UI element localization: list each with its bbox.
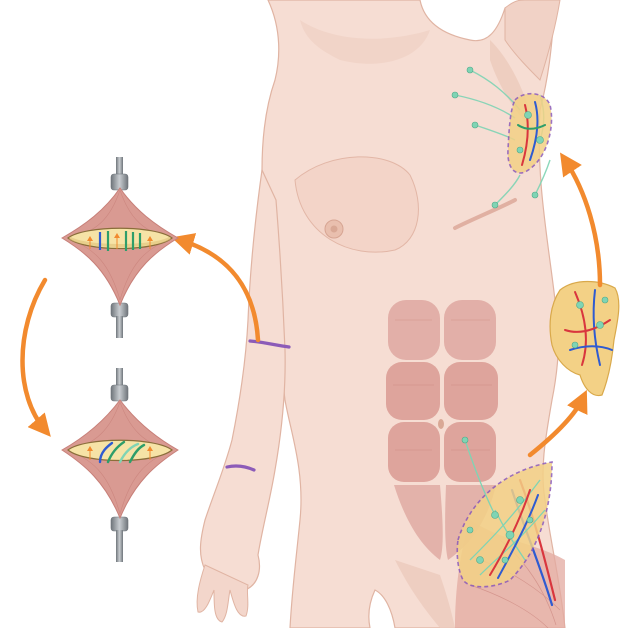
lymph-node-flap-icon [550, 282, 619, 396]
tissue-stretch-after-icon [62, 368, 178, 562]
left-arm-illustration [197, 170, 289, 622]
tissue-stretch-before-icon [62, 157, 178, 338]
